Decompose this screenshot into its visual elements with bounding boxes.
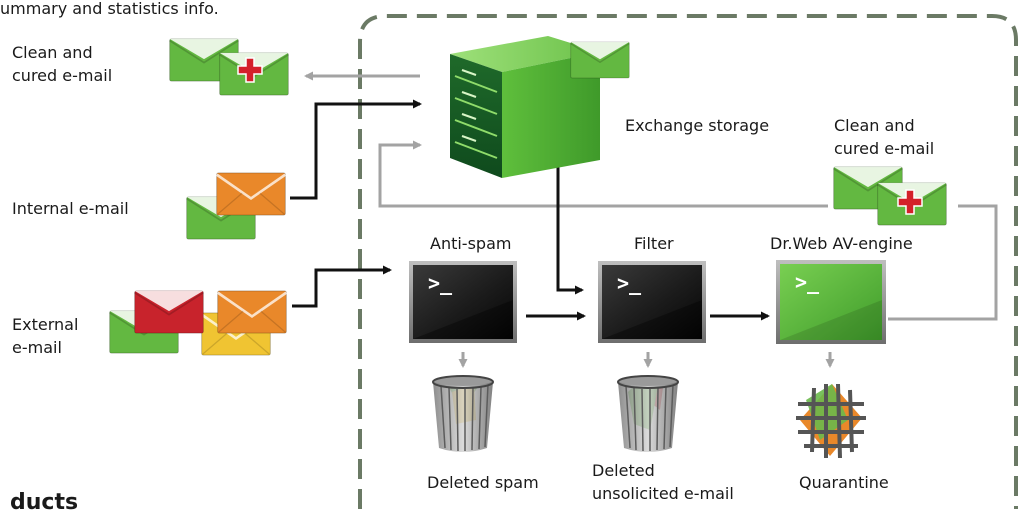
antispam-terminal-icon bbox=[409, 261, 517, 343]
filter-prompt: >_ bbox=[617, 271, 642, 295]
return-clean-cured-label: Clean and cured e-mail bbox=[834, 116, 935, 158]
filter-terminal-icon bbox=[598, 261, 706, 343]
intro-text-fragment: ummary and statistics info. bbox=[0, 0, 219, 18]
external-envelopes-icon bbox=[108, 290, 288, 356]
arrow-external-to-antispam bbox=[292, 265, 392, 308]
av-engine-label: Dr.Web AV-engine bbox=[770, 234, 913, 253]
av-engine-prompt: >_ bbox=[795, 270, 820, 294]
antispam-label: Anti-spam bbox=[430, 234, 512, 253]
external-email-label: External e-mail bbox=[12, 315, 79, 357]
cut-off-heading: ducts bbox=[10, 490, 79, 515]
deleted-unsolicited-label: Deleted unsolicited e-mail bbox=[592, 461, 734, 503]
antispam-prompt: >_ bbox=[428, 271, 453, 295]
arrow-return-to-storage bbox=[888, 204, 998, 321]
exchange-storage-label: Exchange storage bbox=[625, 116, 770, 135]
filter-label: Filter bbox=[634, 234, 674, 253]
quarantine-icon bbox=[796, 383, 866, 459]
internal-email-label: Internal e-mail bbox=[12, 199, 129, 218]
unsolicited-trash-bin-icon bbox=[617, 375, 679, 452]
deleted-spam-label: Deleted spam bbox=[427, 473, 539, 492]
spam-trash-bin-icon bbox=[432, 375, 494, 452]
arrow-internal-to-storage bbox=[290, 99, 422, 200]
exchange-storage-server-icon bbox=[450, 36, 630, 178]
red-cross-icon bbox=[237, 57, 263, 83]
clean-cured-out-label: Clean and cured e-mail bbox=[12, 43, 113, 85]
server-boundary bbox=[358, 14, 1018, 509]
clean-cured-out-envelopes-icon bbox=[168, 38, 290, 96]
return-clean-cured-envelopes-icon bbox=[832, 166, 948, 226]
arrow-return-line bbox=[378, 140, 828, 208]
av-engine-terminal-icon bbox=[776, 260, 886, 344]
quarantine-label: Quarantine bbox=[799, 473, 889, 492]
red-cross-icon bbox=[897, 189, 923, 215]
arrow-storage-to-filter bbox=[556, 150, 584, 295]
internal-envelopes-icon bbox=[185, 172, 287, 240]
